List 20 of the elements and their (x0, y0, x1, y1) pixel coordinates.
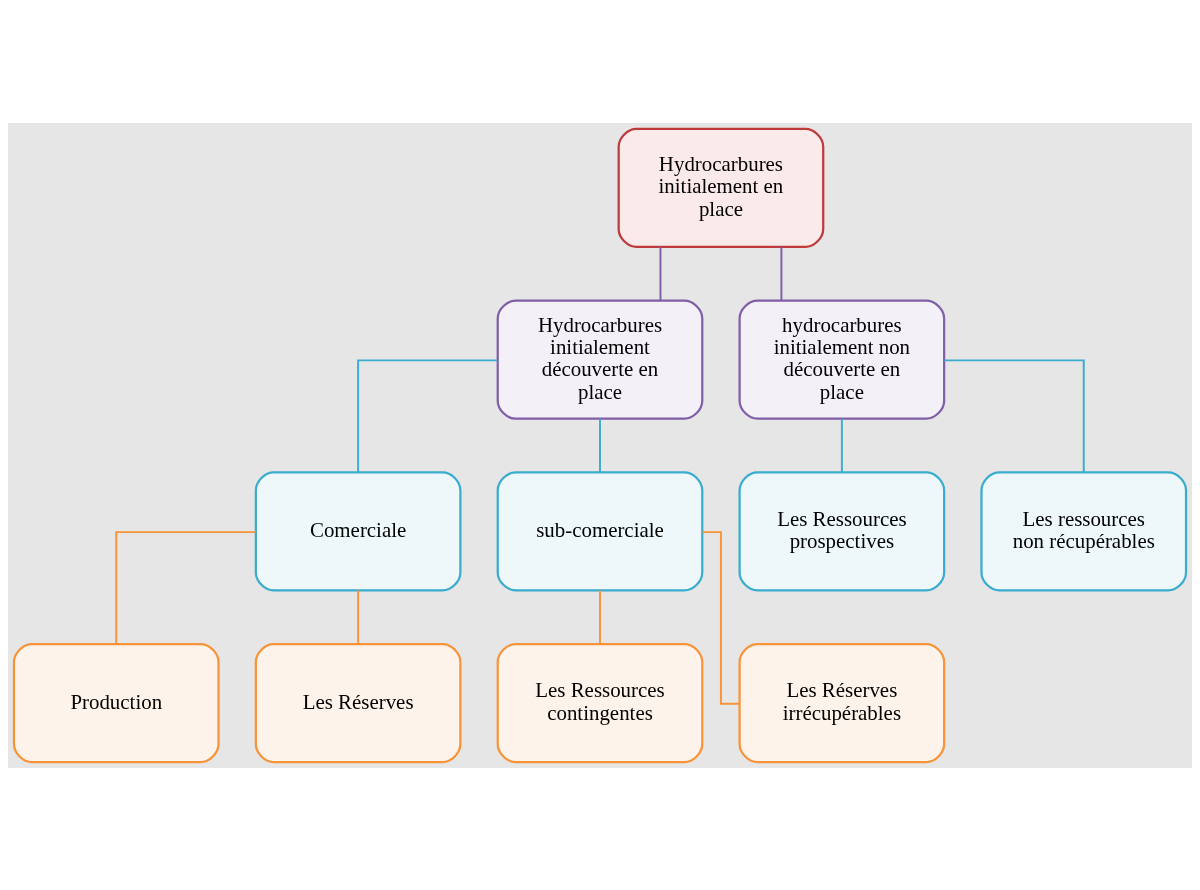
node-box: Les Réserves (254, 642, 462, 763)
node-box: Les ressources non récupérables (980, 470, 1188, 591)
node-box: sub-comerciale (496, 470, 704, 591)
connector (357, 358, 499, 473)
connector (115, 530, 257, 645)
node-box: Production (12, 642, 220, 763)
connector (659, 245, 662, 301)
connector (780, 245, 783, 301)
connector (599, 589, 601, 645)
connector (599, 417, 601, 473)
connector (357, 589, 360, 645)
node-box: Les Ressources contingentes (496, 642, 704, 763)
node-box: Les Ressources prospectives (738, 470, 946, 591)
node-box: Comerciale (254, 470, 462, 591)
connector (943, 358, 1085, 473)
node-box: hydrocarbures initialement non découverte en place (738, 299, 946, 420)
node-box: Les Réserves irrécupérables (738, 642, 946, 763)
connector (840, 417, 843, 473)
node-box: Hydrocarbures initialement en place (617, 127, 825, 248)
node-box: Hydrocarbures initialement découverte en place (496, 299, 704, 420)
